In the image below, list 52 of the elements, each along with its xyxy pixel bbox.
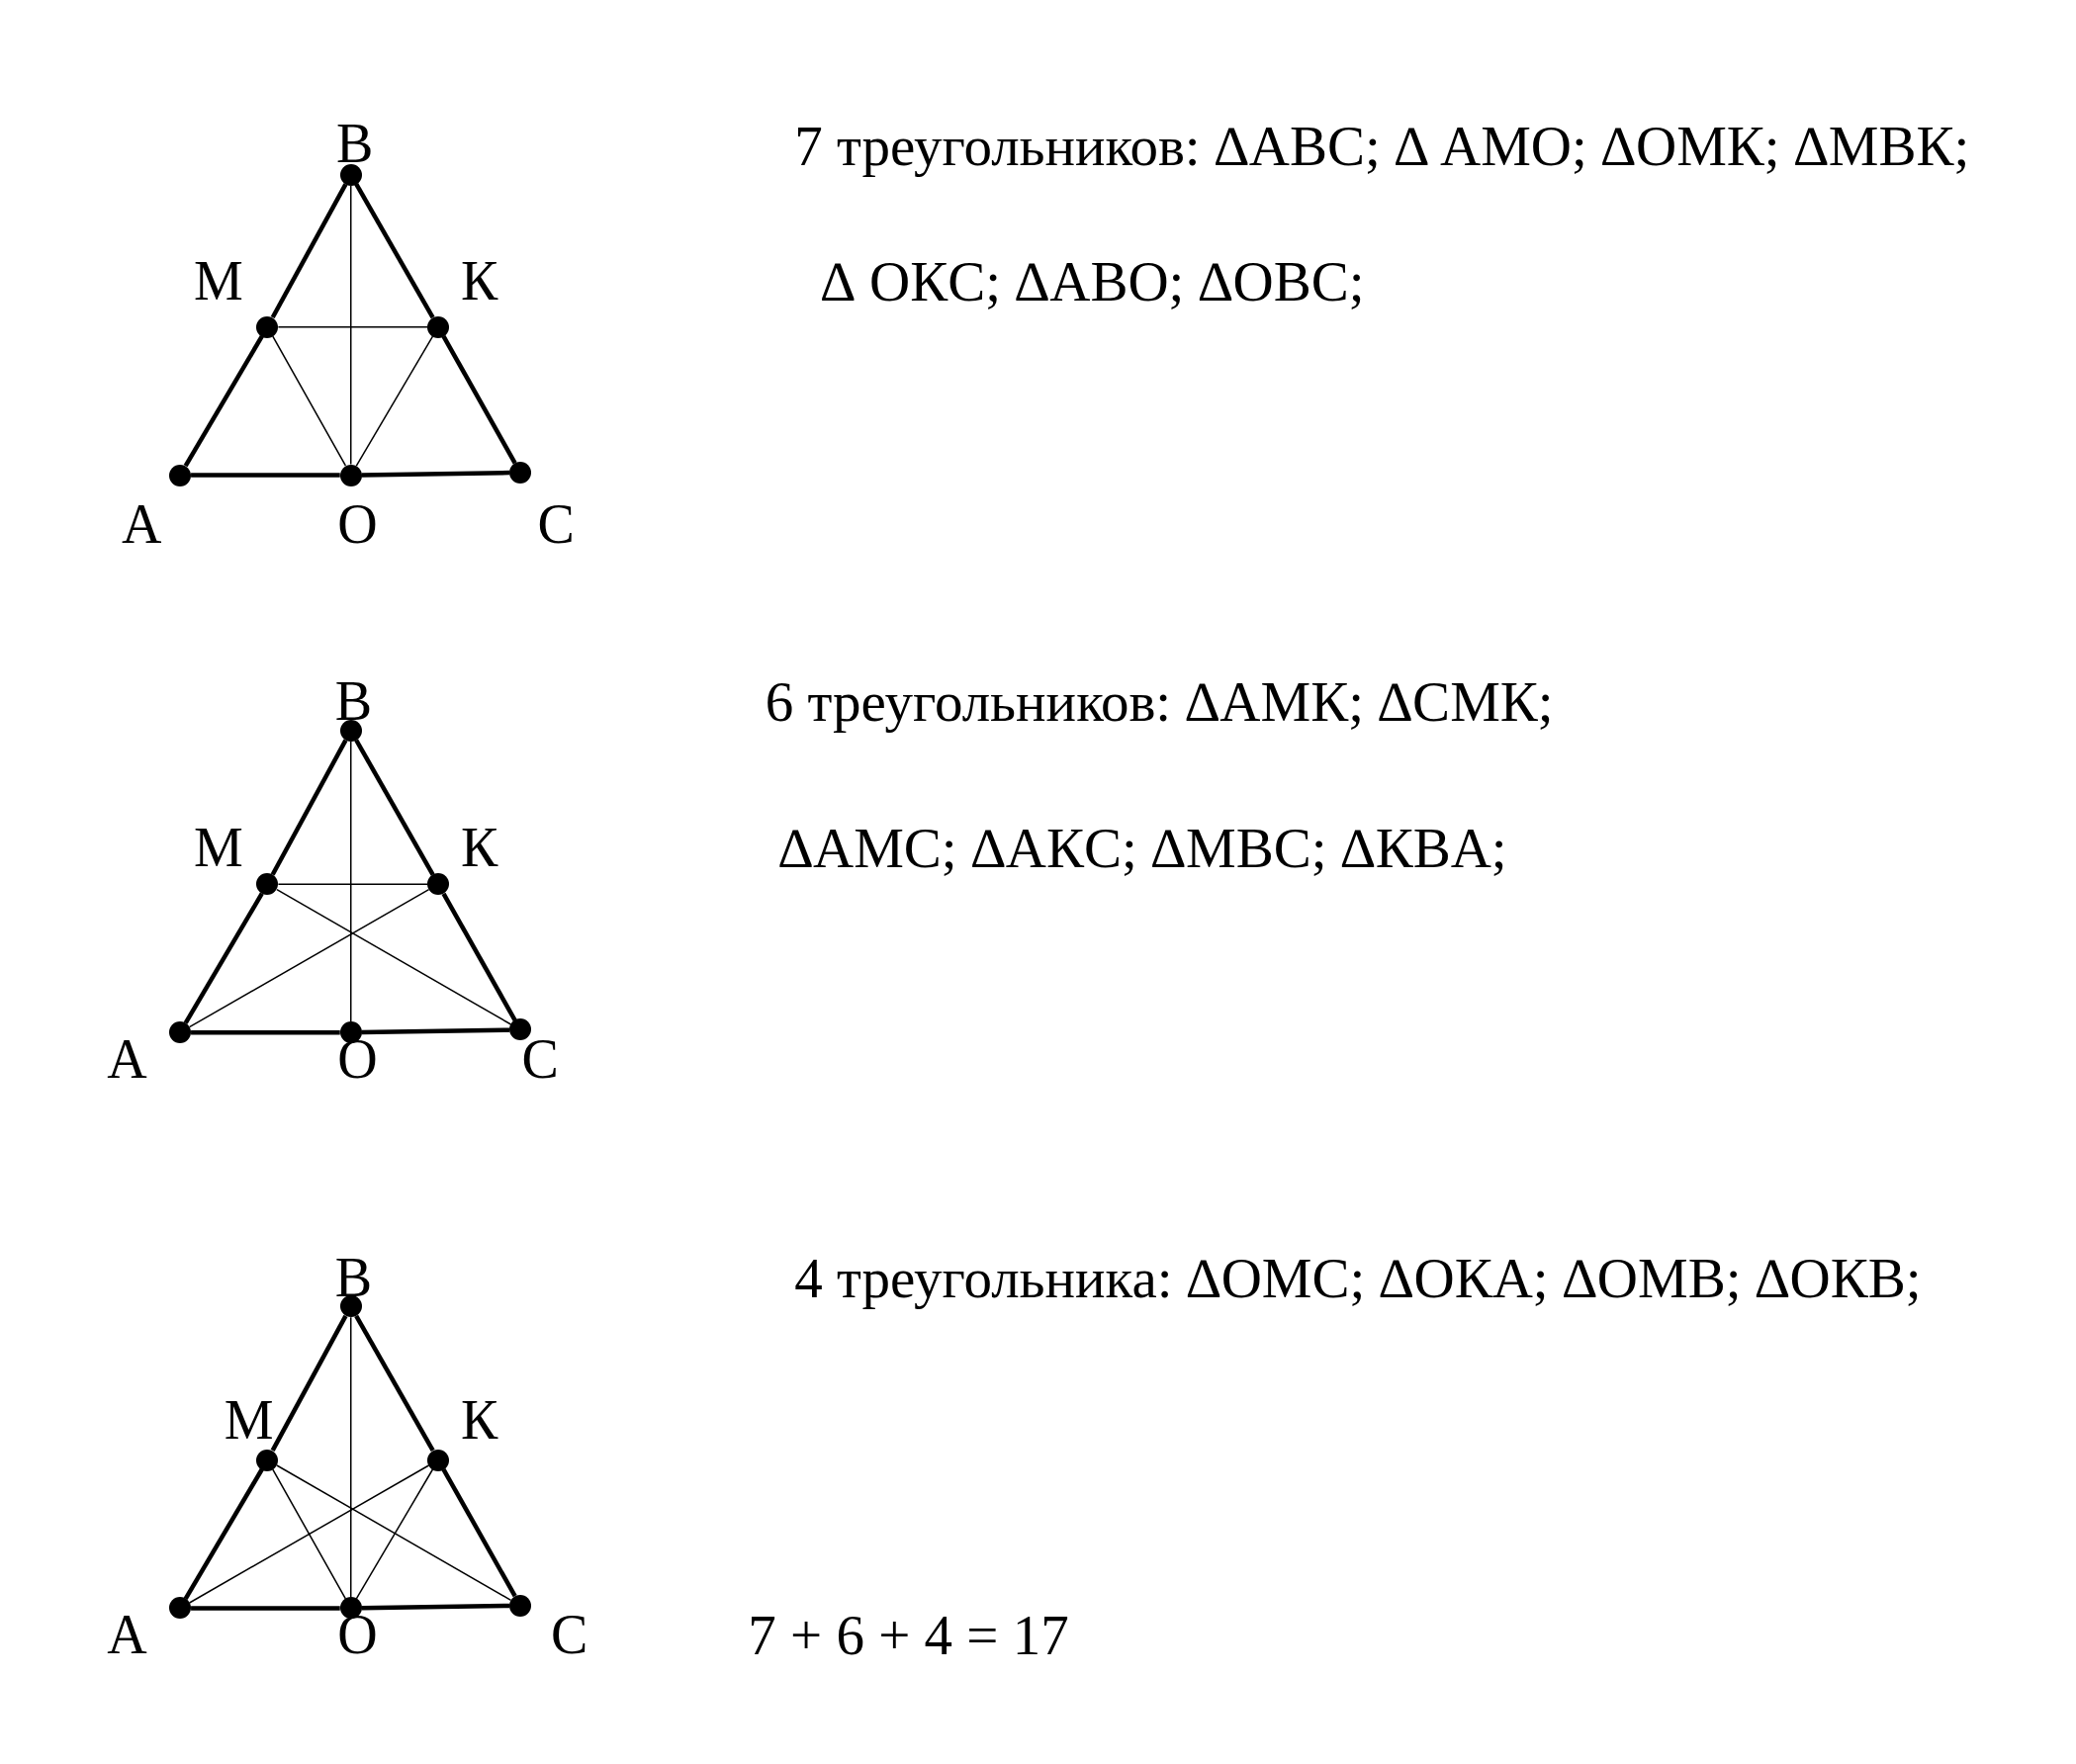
- line-segment: [354, 739, 435, 876]
- answer-text: ∆AMC; ∆AКC; ∆MBC; ∆КBA;: [778, 819, 1507, 876]
- line-segment: [441, 1468, 517, 1598]
- line-segment: [277, 325, 428, 328]
- line-segment: [270, 1314, 348, 1452]
- point-label: M: [194, 252, 243, 309]
- line-segment: [188, 888, 430, 1028]
- line-segment: [361, 1603, 510, 1611]
- line-segment: [270, 183, 348, 319]
- point-label: A: [107, 1030, 147, 1087]
- line-segment: [441, 335, 517, 465]
- line-segment: [350, 184, 352, 466]
- line-segment: [272, 1468, 347, 1600]
- point-label: C: [550, 1607, 588, 1663]
- line-segment: [277, 883, 428, 885]
- point-label: B: [334, 673, 373, 730]
- line-segment: [354, 1314, 435, 1453]
- answer-text: ∆ OКC; ∆ABO; ∆OBC;: [820, 252, 1365, 309]
- line-segment: [191, 1029, 340, 1035]
- line-segment: [272, 335, 347, 467]
- answer-text: 7 + 6 + 4 = 17: [748, 1606, 1069, 1663]
- point-label: B: [334, 1249, 373, 1305]
- point-label: C: [521, 1030, 559, 1087]
- line-segment: [183, 892, 264, 1024]
- line-segment: [188, 1464, 430, 1604]
- point-label: M: [224, 1392, 274, 1449]
- line-segment: [183, 1467, 264, 1601]
- line-segment: [270, 739, 348, 876]
- point-label: O: [337, 1030, 378, 1087]
- line-segment: [441, 892, 517, 1021]
- line-segment: [355, 1468, 434, 1600]
- point-label: C: [537, 496, 575, 553]
- point-label: M: [194, 819, 243, 875]
- line-segment: [191, 473, 340, 478]
- point-label: O: [337, 496, 378, 553]
- line-segment: [361, 470, 510, 478]
- line-segment: [355, 335, 434, 467]
- point-label: A: [107, 1607, 147, 1663]
- line-segment: [183, 335, 264, 468]
- point-label: К: [460, 1392, 498, 1449]
- line-segment: [361, 1027, 510, 1035]
- point-label: O: [337, 1607, 378, 1663]
- line-segment: [350, 1316, 352, 1599]
- point-label: A: [122, 496, 162, 553]
- line-segment: [354, 183, 435, 319]
- line-segment: [276, 1464, 512, 1602]
- point-label: B: [336, 115, 374, 171]
- point-label: К: [460, 252, 498, 309]
- line-segment: [276, 888, 512, 1025]
- line-segment: [350, 741, 352, 1022]
- line-segment: [191, 1606, 340, 1611]
- point-label: К: [460, 819, 498, 875]
